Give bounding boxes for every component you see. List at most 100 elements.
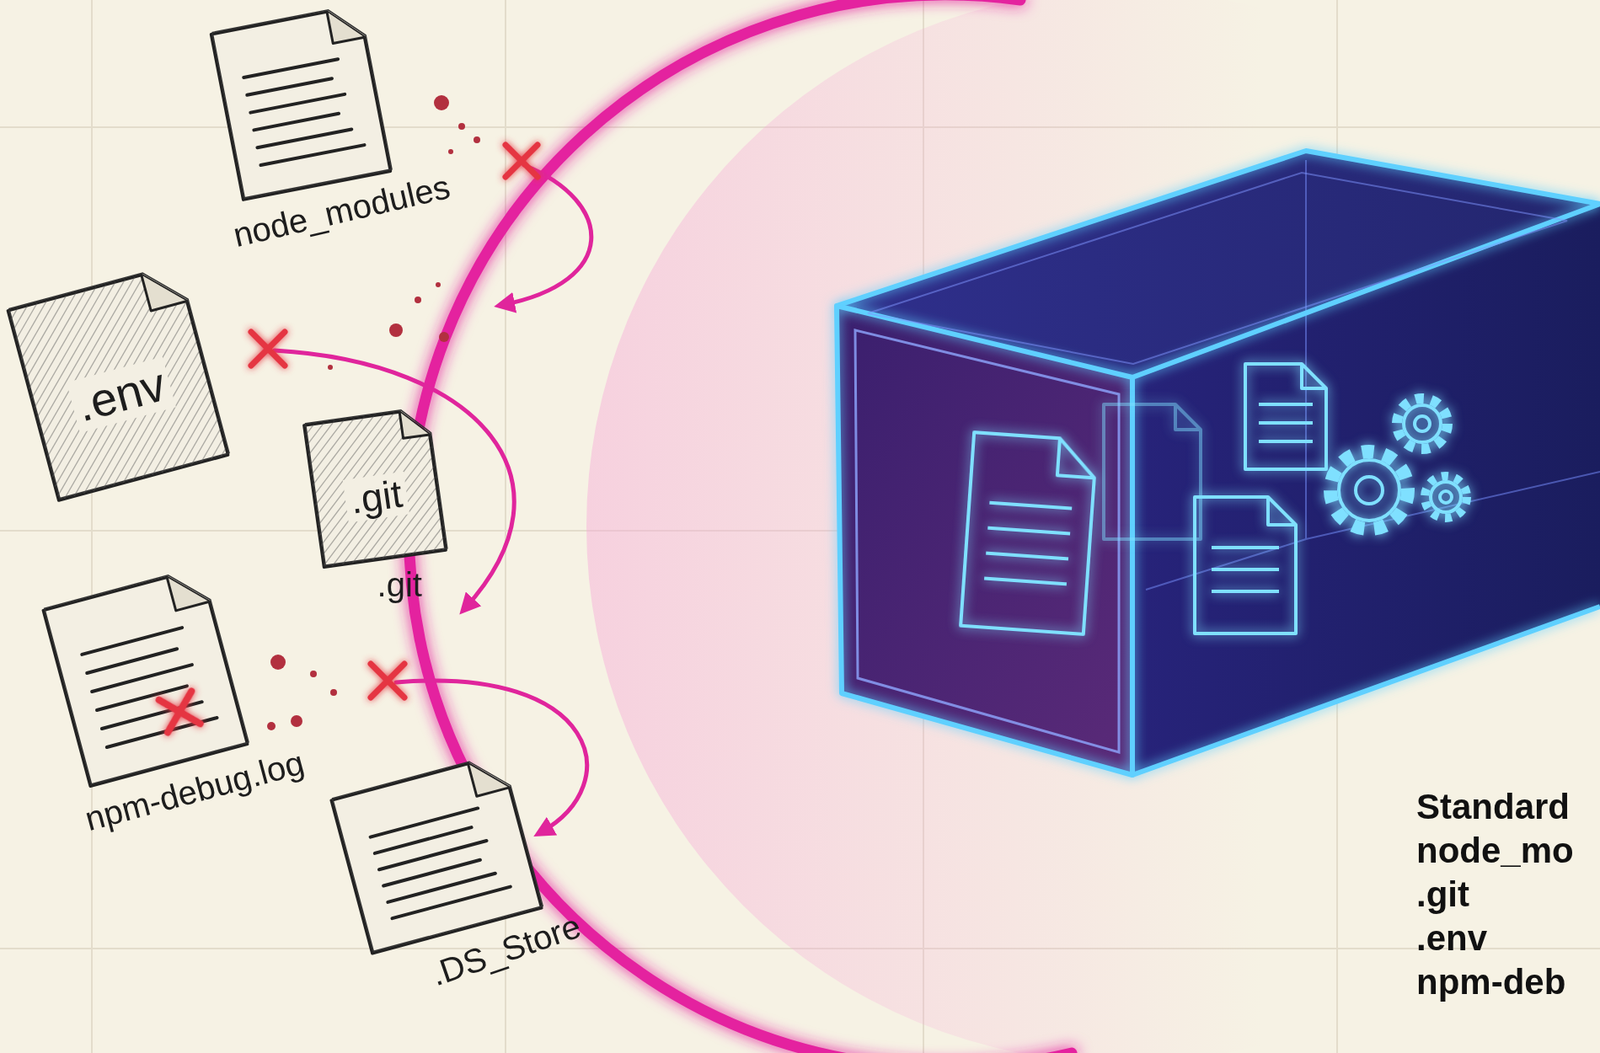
hatch-line — [156, 419, 331, 594]
document-outline — [1245, 363, 1327, 470]
text-line — [370, 808, 479, 837]
file-icon: .DS_Store — [325, 749, 548, 960]
hatch-line — [286, 401, 461, 575]
hatch-line — [0, 265, 212, 519]
hatch-line — [406, 384, 581, 558]
text-line — [387, 873, 496, 903]
folded-corner — [141, 265, 188, 311]
bounce-arrow — [274, 350, 514, 609]
text-line — [250, 94, 345, 113]
hatch-line — [65, 236, 319, 490]
gear-icon — [1330, 451, 1408, 530]
file-sketch — [205, 0, 397, 206]
hatch-line — [75, 234, 329, 487]
hatch-line — [427, 381, 601, 556]
hatch-line — [146, 421, 321, 595]
file-icon: npm-debug.log — [37, 561, 254, 792]
text-line — [260, 144, 364, 166]
document-icon — [1245, 363, 1327, 470]
file-hatching — [0, 208, 427, 561]
text-line — [379, 840, 487, 870]
container-contents — [960, 363, 1467, 635]
document-lines — [984, 503, 1072, 585]
hatch-line — [0, 255, 251, 509]
ghost-document — [1103, 404, 1201, 540]
hatch-line — [56, 239, 310, 493]
shield-haze — [586, 0, 1600, 1053]
hatch-line — [386, 387, 561, 562]
file-name: .git — [377, 565, 423, 605]
list-text: .env — [1416, 916, 1574, 961]
hatch-line — [266, 404, 440, 578]
gear-hub — [1439, 491, 1452, 504]
debris-dot — [290, 715, 303, 728]
text-line — [392, 887, 511, 920]
hatch-line — [296, 400, 471, 574]
side-list: Standardnode_mo.git.envnpm-deb — [1416, 785, 1574, 1005]
document-icon — [960, 432, 1097, 635]
gear-body — [1430, 481, 1461, 513]
gear-icon — [1424, 476, 1467, 519]
hatch-line — [0, 307, 55, 561]
hatch-line — [0, 260, 231, 514]
box-edge — [1132, 203, 1600, 378]
file-badge: .git — [342, 471, 411, 523]
gear-teeth — [1424, 476, 1467, 519]
debris-dot — [267, 722, 276, 731]
debris-dot — [414, 296, 422, 304]
document-lines — [1258, 404, 1313, 442]
debris-dot — [435, 282, 441, 288]
hatch-line — [326, 395, 501, 570]
list-text: node_mo — [1416, 829, 1574, 873]
container-box — [836, 150, 1600, 776]
file-text-lines — [243, 57, 364, 166]
file-sketch-line — [332, 753, 544, 952]
file-text-lines — [81, 625, 217, 748]
reject-x — [505, 144, 538, 177]
hatch-line — [0, 262, 222, 516]
hatch-line — [236, 408, 411, 583]
gear-body — [1403, 405, 1441, 443]
list-text: .git — [1416, 872, 1574, 917]
hatch-line — [7, 251, 261, 505]
file-sketch-line — [212, 4, 392, 198]
folded-corner — [467, 754, 509, 797]
hatch-line — [46, 241, 300, 495]
debris-dot — [458, 123, 466, 130]
folded-corner — [399, 408, 430, 439]
hatch-line — [16, 249, 270, 503]
hatch-line — [256, 406, 431, 580]
text-line — [256, 128, 352, 148]
document-outline — [1194, 497, 1296, 634]
box-inner-frame — [867, 172, 1568, 364]
debris-dot — [389, 323, 403, 338]
folded-corner — [326, 5, 365, 44]
debris-dot — [433, 95, 450, 111]
debris-dot — [327, 364, 333, 370]
hatch-line — [417, 383, 591, 557]
gear-body — [1338, 460, 1400, 521]
file-icon: .env — [1, 259, 235, 508]
gear-hub — [1355, 476, 1383, 504]
reject-x — [251, 331, 285, 366]
hatch-line — [176, 417, 351, 591]
file-icon: node_modules — [205, 0, 397, 206]
debris-dot — [330, 689, 338, 696]
hatch-line — [246, 406, 421, 581]
text-line — [243, 58, 338, 78]
box-back-edge — [1305, 160, 1600, 540]
debris-dot — [473, 136, 481, 144]
hatch-line — [316, 396, 491, 571]
bounce-arrow — [502, 165, 592, 306]
bounce-arrows — [274, 165, 592, 833]
debris-dot — [438, 331, 450, 343]
hatch-line — [186, 415, 360, 589]
list-text: npm-deb — [1416, 960, 1574, 1005]
document-outline — [960, 432, 1097, 635]
hatch-line — [337, 394, 511, 568]
debris-dot — [270, 654, 286, 670]
text-line — [253, 113, 339, 131]
folded-corner — [166, 568, 209, 611]
box-edge — [836, 150, 1600, 306]
document-outline — [1103, 404, 1201, 540]
